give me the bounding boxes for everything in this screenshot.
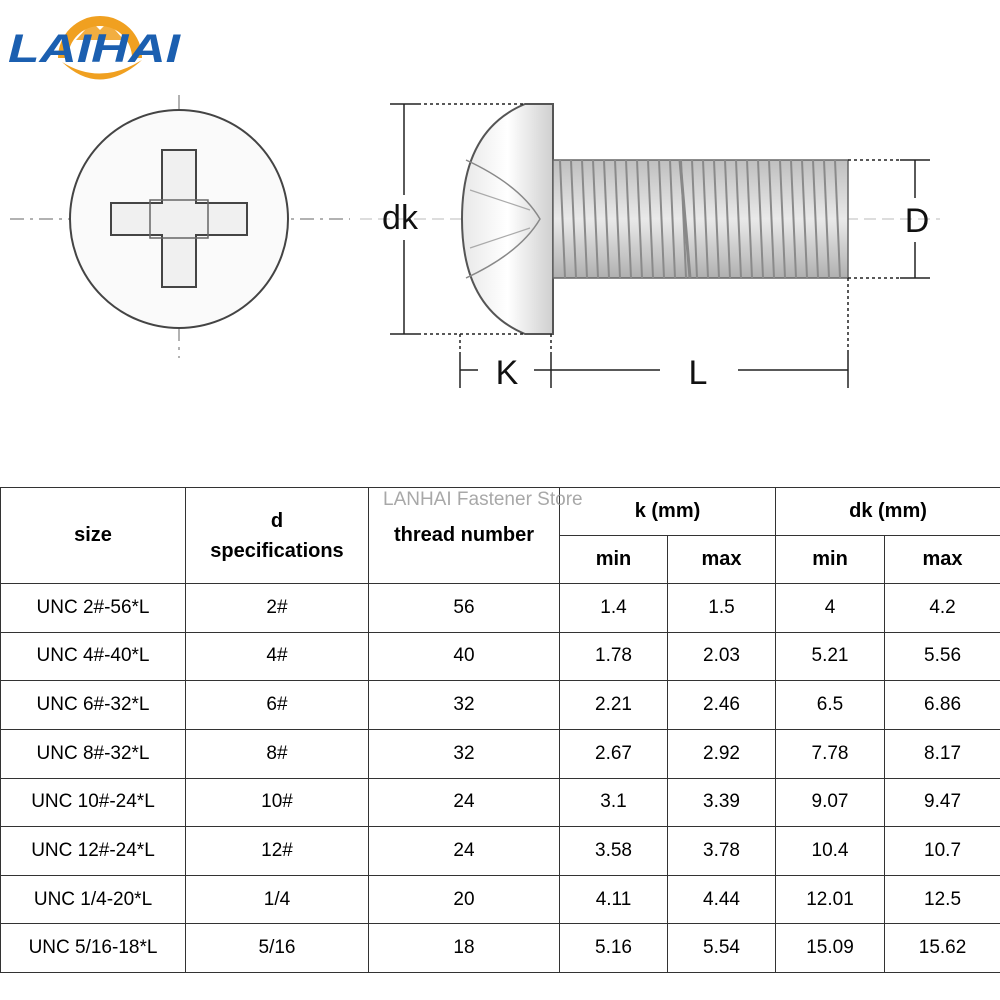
header-specifications: specifications [210,539,344,562]
cell-k-min: 1.78 [559,631,668,682]
cell-dk-max: 8.17 [884,728,1000,779]
cell-dk-min: 4 [775,583,886,633]
cell-thread: 24 [368,777,560,828]
header-k: k (mm) [558,487,777,536]
cell-dk-max: 5.56 [884,631,1000,682]
screw-side-view [360,103,940,335]
cell-thread: 18 [368,923,560,973]
header-thread-number: thread number [368,487,560,584]
logo-swoosh [62,60,142,80]
table-row: UNC 10#-24*L 10# 24 3.1 3.39 9.07 9.47 [0,777,1000,828]
cell-k-max: 5.54 [666,923,777,973]
store-watermark: LANHAI Fastener Store [383,489,583,510]
screw-head-top-view [10,95,350,358]
table-row: UNC 5/16-18*L 5/16 18 5.16 5.54 15.09 15… [0,923,1000,973]
cell-k-min: 4.11 [559,874,668,925]
cell-thread: 24 [368,826,560,876]
cell-dk-min: 12.01 [775,874,886,925]
label-dk: dk [382,199,419,237]
cell-k-max: 1.5 [666,583,777,633]
label-D: D [905,202,930,240]
cell-dk-max: 9.47 [884,777,1000,828]
header-k-min: min [559,535,668,584]
header-size: size [0,487,186,584]
logo-text: LAIHAI [8,27,181,71]
specification-table: size d specifications thread number k (m… [0,487,1000,973]
label-K: K [496,354,519,392]
cell-size: UNC 4#-40*L [0,631,186,682]
cell-dk-min: 15.09 [775,923,886,973]
cell-size: UNC 8#-32*L [0,728,186,779]
laihai-logo: LAIHAI [8,16,181,80]
table-row: UNC 4#-40*L 4# 40 1.78 2.03 5.21 5.56 [0,631,1000,682]
table-row: UNC 12#-24*L 12# 24 3.58 3.78 10.4 10.7 [0,826,1000,876]
cell-size: UNC 10#-24*L [0,777,186,828]
cell-size: UNC 1/4-20*L [0,874,186,925]
header-k-max: max [666,535,777,584]
cell-dk-min: 6.5 [775,680,886,730]
cell-d: 1/4 [185,874,369,925]
cell-k-min: 3.1 [559,777,668,828]
cell-dk-max: 6.86 [884,680,1000,730]
cell-dk-min: 5.21 [775,631,886,682]
cell-size: UNC 6#-32*L [0,680,186,730]
cell-dk-min: 10.4 [775,826,886,876]
cell-k-min: 2.21 [559,680,668,730]
cell-k-max: 4.44 [666,874,777,925]
cell-d: 8# [185,728,369,779]
dimension-dk [390,103,525,335]
header-d-specifications: d specifications [185,487,369,584]
table-row: UNC 6#-32*L 6# 32 2.21 2.46 6.5 6.86 [0,680,1000,730]
cell-dk-min: 9.07 [775,777,886,828]
cell-k-max: 3.39 [666,777,777,828]
cell-k-max: 2.92 [666,728,777,779]
cell-d: 12# [185,826,369,876]
header-dk: dk (mm) [775,487,1000,536]
cell-dk-max: 12.5 [884,874,1000,925]
cell-thread: 20 [368,874,560,925]
cell-dk-max: 4.2 [884,583,1000,633]
table-row: UNC 2#-56*L 2# 56 1.4 1.5 4 4.2 [0,583,1000,633]
header-dk-min: min [775,535,886,584]
cell-k-min: 5.16 [559,923,668,973]
cell-thread: 32 [368,680,560,730]
cell-thread: 56 [368,583,560,633]
cell-size: UNC 12#-24*L [0,826,186,876]
logo-sun-arc [58,16,142,58]
cell-k-min: 1.4 [559,583,668,633]
screw-dimension-diagram: dk D K L [10,95,940,392]
cell-k-min: 3.58 [559,826,668,876]
header-d: d [270,509,284,532]
dimension-D [848,159,930,279]
cell-thread: 40 [368,631,560,682]
table-row: UNC 1/4-20*L 1/4 20 4.11 4.44 12.01 12.5 [0,874,1000,925]
cell-d: 4# [185,631,369,682]
cell-d: 5/16 [185,923,369,973]
cell-dk-max: 15.62 [884,923,1000,973]
label-L: L [689,354,708,392]
dimension-K-L [459,278,849,388]
cell-thread: 32 [368,728,560,779]
cell-size: UNC 5/16-18*L [0,923,186,973]
phillips-cross-recess [110,149,248,288]
cell-k-max: 3.78 [666,826,777,876]
logo-mountain [76,22,124,40]
cell-k-min: 2.67 [559,728,668,779]
cell-d: 2# [185,583,369,633]
cell-dk-max: 10.7 [884,826,1000,876]
cell-k-max: 2.03 [666,631,777,682]
header-dk-max: max [884,535,1000,584]
cell-size: UNC 2#-56*L [0,583,186,633]
cell-dk-min: 7.78 [775,728,886,779]
cell-d: 6# [185,680,369,730]
thread-lines [559,159,841,279]
table-row: UNC 8#-32*L 8# 32 2.67 2.92 7.78 8.17 [0,728,1000,779]
cell-k-max: 2.46 [666,680,777,730]
cell-d: 10# [185,777,369,828]
